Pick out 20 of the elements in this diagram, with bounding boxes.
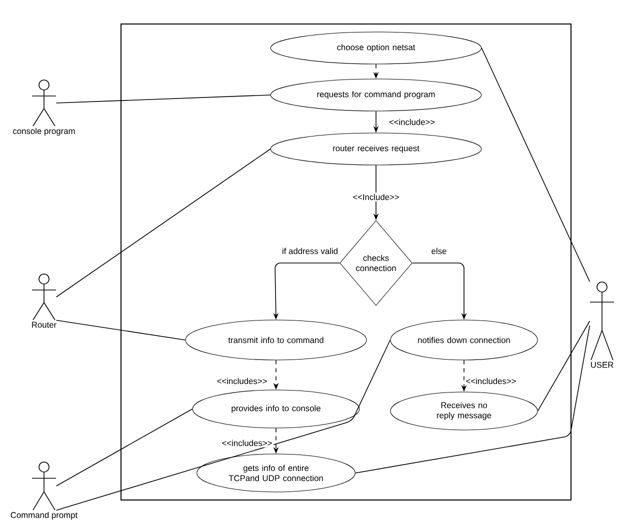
- edge-label: <<includes>>: [215, 376, 269, 386]
- edge-label: else: [430, 246, 448, 256]
- association-line: [537, 320, 590, 412]
- system-boundary-box: [120, 24, 572, 500]
- edge-label: <<includes>>: [464, 376, 518, 386]
- association-line: [355, 325, 590, 474]
- edge-label: <<include>>: [388, 118, 436, 126]
- association-line: [481, 48, 590, 282]
- association-line: [56, 148, 271, 298]
- edge-label: <<Include>>: [351, 192, 401, 202]
- association-line: [56, 340, 391, 511]
- edge-label: <<includes>>: [220, 438, 274, 448]
- actor-figure: USER: [590, 282, 614, 368]
- association-line: [56, 320, 186, 340]
- actor-figure: console program: [13, 80, 75, 136]
- actor-figure: Router: [32, 274, 56, 328]
- edge-label: if address valid: [280, 246, 340, 256]
- association-line: [56, 94, 271, 104]
- actor-figure: Command prompt: [10, 462, 78, 520]
- association-line: [56, 408, 193, 486]
